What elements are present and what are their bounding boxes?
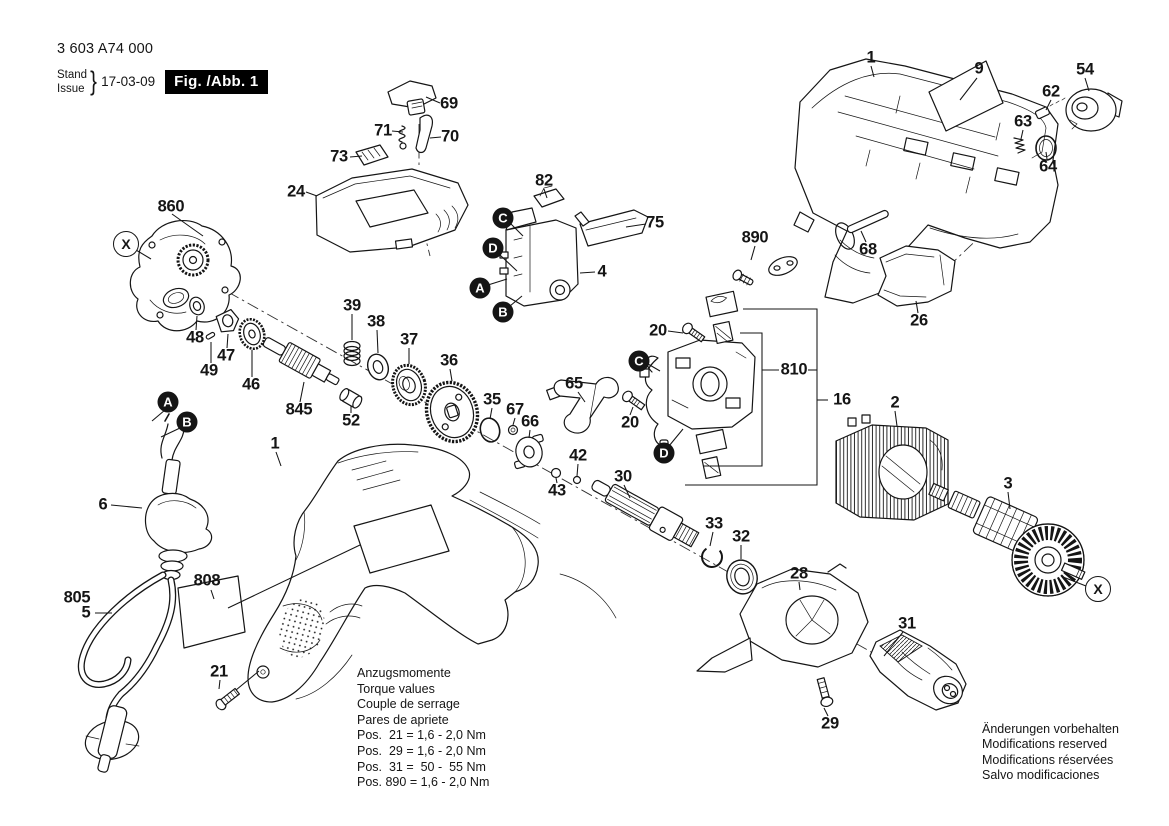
part-82 (533, 185, 565, 208)
torque-line: Pares de apriete (357, 712, 449, 727)
nameplate-808 (177, 575, 246, 649)
pin-68 (846, 209, 889, 234)
revision-line: Modifications réservées (982, 752, 1114, 767)
gear-plate (129, 219, 241, 332)
torque-line: Torque values (357, 681, 435, 696)
pin-49 (205, 331, 216, 340)
revision-line: Salvo modificaciones (982, 768, 1100, 783)
screw-29 (816, 677, 834, 708)
ball-43 (550, 467, 562, 479)
gear-46 (238, 317, 266, 351)
cable-clamp (732, 256, 798, 286)
lever-75 (574, 209, 649, 247)
power-plug (84, 705, 140, 773)
ball-42 (572, 475, 582, 485)
stand-label: Stand (57, 68, 88, 81)
switch-assembly (499, 207, 579, 307)
bearing-32 (726, 559, 758, 595)
figure-label: Fig. /Abb. 1 (165, 69, 268, 94)
chuck (869, 629, 967, 711)
revision-line: Änderungen vorbehalten (982, 722, 1119, 736)
issue-labels: Stand Issue (57, 68, 87, 96)
spindle-30 (591, 479, 700, 548)
stator (835, 414, 949, 521)
armature (928, 482, 1086, 597)
lock-button-69 (387, 80, 437, 116)
shifter-66 (513, 433, 544, 470)
circlip-33 (701, 546, 723, 568)
torque-line: Pos. 890 = 1,6 - 2,0 Nm (357, 775, 490, 790)
revision-line: Modifications reserved (982, 737, 1108, 752)
clip-70 (415, 114, 433, 154)
spring-39 (343, 340, 361, 367)
issue-label: Issue (57, 82, 85, 95)
drill-body (247, 443, 617, 703)
shift-fork-65 (546, 376, 619, 434)
spring-71 (398, 125, 407, 150)
gear-housing-cover (696, 563, 869, 673)
ring-35 (479, 417, 501, 443)
torque-line: Anzugsmomente (357, 666, 451, 680)
torque-line: Pos. 29 = 1,6 - 2,0 Nm (357, 743, 486, 758)
intermediate-shaft-845 (262, 337, 340, 386)
nut-67 (507, 424, 519, 436)
ring-38 (366, 353, 390, 381)
gear-37 (391, 363, 427, 407)
speed-dial (1065, 88, 1123, 132)
cover-26 (877, 245, 956, 307)
bushing-52 (339, 388, 363, 409)
screw-21 (215, 687, 241, 711)
brace-glyph: } (90, 66, 97, 96)
washer-48 (189, 296, 205, 316)
cord-set (78, 413, 213, 773)
torque-line: Pos. 31 = 50 - 55 Nm (357, 759, 486, 774)
torque-line: Pos. 21 = 1,6 - 2,0 Nm (357, 728, 486, 743)
cam-47 (215, 308, 240, 333)
nameplate-9 (928, 60, 1004, 132)
document-number: 3 603 A74 000 (57, 41, 154, 57)
issue-row: Stand Issue } 17-03-09 Fig. /Abb. 1 (57, 66, 268, 97)
gear-36 (424, 380, 480, 444)
plate-73 (355, 144, 389, 166)
brush-plate-assembly (621, 290, 818, 486)
issue-date: 17-03-09 (101, 74, 156, 89)
top-cover (315, 168, 469, 253)
torque-line: Couple de serrage (357, 697, 460, 712)
